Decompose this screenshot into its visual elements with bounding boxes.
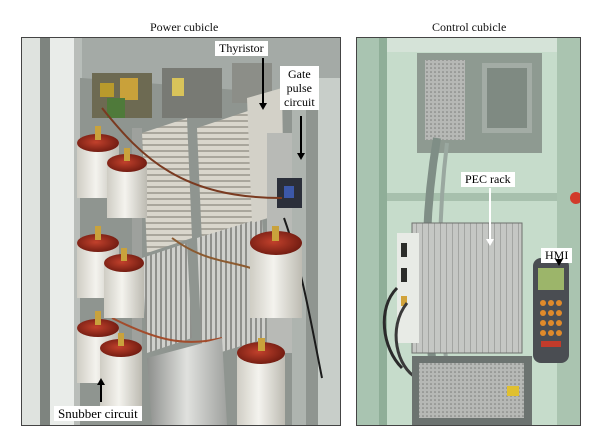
- gate-pulse-line-2: pulse: [286, 81, 312, 95]
- snubber-capacitor: [100, 333, 142, 408]
- pec-rack-label: PEC rack: [461, 172, 515, 187]
- snubber-circuit-label: Snubber circuit: [54, 406, 142, 421]
- pec-rack-arrow: [486, 188, 494, 246]
- thyristor-heatsink: [142, 88, 284, 358]
- control-cubicle-caption: Control cubicle: [432, 20, 507, 34]
- thyristor-arrow: [259, 58, 267, 110]
- control-cubicle-photo: PEC rack HMI: [356, 37, 581, 426]
- dc-capacitor: [250, 226, 302, 318]
- thyristor-label: Thyristor: [215, 41, 268, 56]
- power-cubicle-caption: Power cubicle: [150, 20, 219, 34]
- gate-pulse-line-1: Gate: [288, 67, 311, 81]
- gate-pulse-circuit-label: Gate pulse circuit: [280, 66, 319, 110]
- snubber-capacitor: [107, 148, 147, 218]
- hmi-label: HMI: [541, 248, 573, 263]
- control-cubicle-illustration: [357, 38, 580, 425]
- hmi-device: [533, 258, 569, 363]
- dc-capacitor: [237, 338, 285, 425]
- snubber-arrow: [97, 378, 105, 402]
- snubber-capacitor: [104, 248, 144, 318]
- gate-pulse-line-3: circuit: [284, 95, 315, 109]
- pec-rack: [397, 222, 523, 354]
- power-cubicle-photo: Thyristor Gate pulse circuit Snubber cir…: [21, 37, 341, 426]
- gate-pulse-arrow: [297, 116, 305, 160]
